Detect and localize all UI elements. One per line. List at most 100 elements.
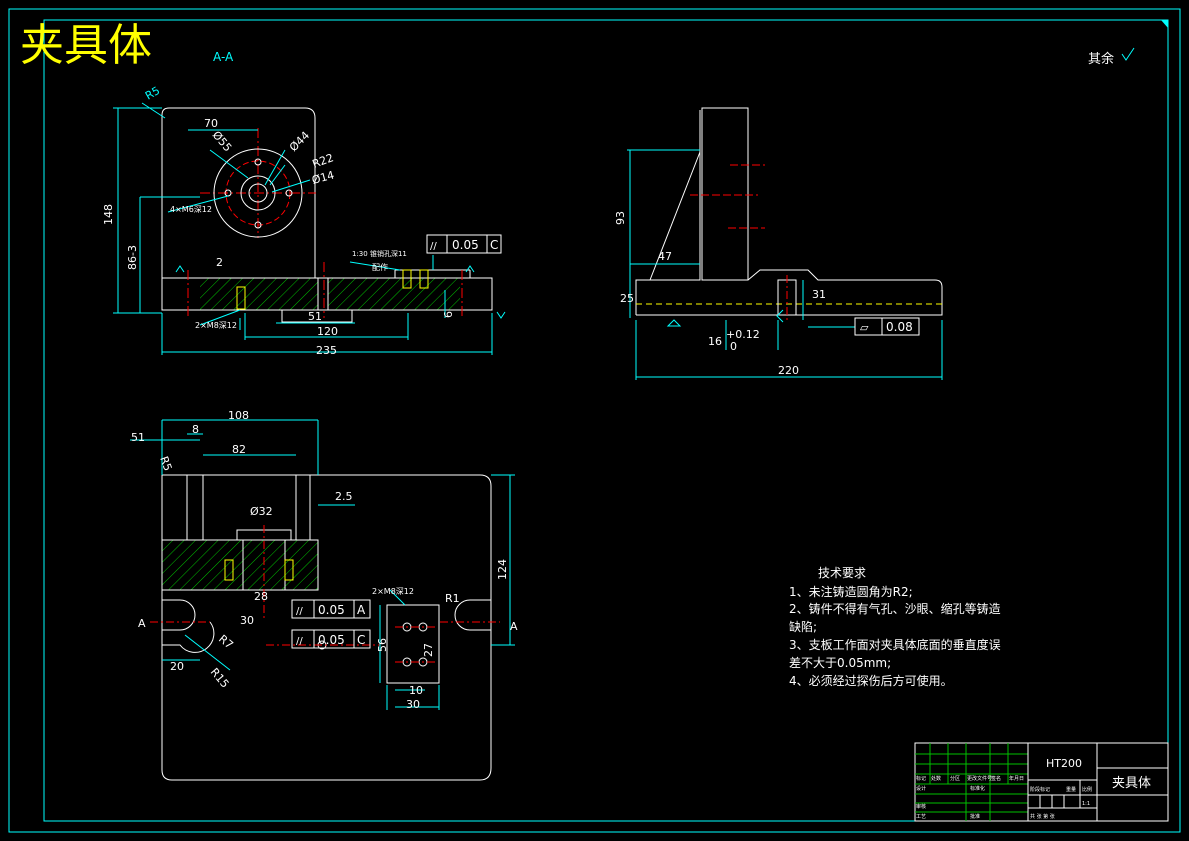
svg-text:设计: 设计 bbox=[916, 785, 926, 792]
dim-8: 8 bbox=[192, 423, 199, 436]
tech-notes: 技术要求 1、未注铸造圆角为R2; 2、铸件不得有气孔、沙眼、缩孔等铸造 缺陷;… bbox=[789, 566, 1001, 688]
svg-text:0.05: 0.05 bbox=[318, 603, 345, 617]
svg-text:签名: 签名 bbox=[991, 775, 1001, 782]
dim-25: 25 bbox=[620, 292, 634, 305]
tolerance-frame-c: // 0.05 C bbox=[291, 629, 371, 649]
part-name: 夹具体 bbox=[1112, 776, 1151, 791]
note-holes-4: 4×M6深12 bbox=[170, 205, 212, 214]
dim-82: 82 bbox=[232, 443, 246, 456]
tolerance-frame-side: ▱ 0.08 bbox=[854, 317, 920, 336]
svg-text:共 张 第 张: 共 张 第 张 bbox=[1030, 813, 1055, 820]
svg-text:0.05: 0.05 bbox=[318, 633, 345, 647]
bottom-view: 108 51 8 82 R5 2.5 Ø32 124 28 30 R1 R7 R… bbox=[130, 409, 518, 781]
dim-r5: R5 bbox=[143, 84, 162, 103]
top-view: R5 70 Ø55 Ø44 R22 Ø14 148 86-3 2 4×M6深12… bbox=[102, 84, 506, 357]
dim-10: 10 bbox=[409, 684, 423, 697]
dim-2: 2 bbox=[216, 256, 223, 269]
tol-zero: 0 bbox=[730, 340, 737, 353]
dim-51b: 51 bbox=[131, 431, 145, 444]
dim-51: 51 bbox=[308, 310, 322, 323]
svg-text:年月日: 年月日 bbox=[1009, 775, 1024, 782]
dim-d14: Ø14 bbox=[310, 168, 335, 186]
svg-text:1:1: 1:1 bbox=[1082, 801, 1090, 807]
dim-120: 120 bbox=[317, 325, 338, 338]
svg-text:0.05: 0.05 bbox=[452, 238, 479, 252]
dim-r5b: R5 bbox=[157, 455, 174, 473]
dim-220: 220 bbox=[778, 364, 799, 377]
pin-note-1: 1:30 锥销孔深11 bbox=[352, 249, 407, 258]
roughness-icon bbox=[1121, 47, 1135, 61]
tech-note-line: 3、支板工作面对夹具体底面的垂直度误 bbox=[789, 637, 1001, 652]
svg-text:比例: 比例 bbox=[1082, 786, 1092, 793]
outer-frame bbox=[8, 8, 1181, 833]
inner-frame bbox=[43, 19, 1169, 822]
dim-28: 28 bbox=[254, 590, 268, 603]
tolerance-frame-a: // 0.05 A bbox=[291, 599, 371, 619]
dim-27: 27 bbox=[422, 643, 435, 657]
dim-r1: R1 bbox=[445, 592, 460, 605]
svg-text:C: C bbox=[490, 238, 498, 252]
upright-plate bbox=[161, 107, 316, 278]
section-label: A-A bbox=[213, 50, 234, 64]
tech-note-line: 2、铸件不得有气孔、沙眼、缩孔等铸造 bbox=[789, 601, 1001, 616]
note-holes-2: 2×M8深12 bbox=[195, 321, 237, 330]
dim-93: 93 bbox=[614, 211, 627, 225]
svg-text:C: C bbox=[357, 633, 365, 647]
section-hatch bbox=[200, 278, 460, 310]
dim-d55: Ø55 bbox=[210, 129, 235, 155]
base-side bbox=[636, 269, 943, 316]
dim-124: 124 bbox=[496, 559, 509, 580]
base-outline bbox=[161, 474, 492, 781]
svg-text:A: A bbox=[357, 603, 366, 617]
svg-text:▱: ▱ bbox=[860, 321, 869, 334]
dim-148: 148 bbox=[102, 204, 115, 225]
section-hatch-bottom bbox=[162, 540, 318, 590]
tolerance-frame-top: // 0.05 C bbox=[426, 234, 502, 254]
material-label: HT200 bbox=[1046, 757, 1082, 770]
side-view: 93 47 25 31 16 +0.12 0 220 ▱ 0.08 bbox=[614, 107, 943, 380]
dim-6: 6 bbox=[442, 311, 455, 318]
svg-text:处数: 处数 bbox=[931, 775, 941, 782]
svg-text:标记: 标记 bbox=[916, 775, 926, 782]
dim-2-5: 2.5 bbox=[335, 490, 353, 503]
title-block: HT200 夹具体 标记 处数 分区 更改文件号 签名 年月日 设计 标准化 审… bbox=[914, 742, 1169, 822]
tech-note-line: 缺陷; bbox=[789, 619, 817, 634]
dim-r15: R15 bbox=[208, 666, 232, 691]
svg-text:批准: 批准 bbox=[970, 813, 980, 820]
tech-notes-heading: 技术要求 bbox=[818, 566, 866, 580]
tech-note-line: 1、未注铸造圆角为R2; bbox=[789, 584, 913, 599]
dim-d32: Ø32 bbox=[250, 505, 273, 518]
svg-text://: // bbox=[296, 636, 303, 647]
svg-text:标准化: 标准化 bbox=[970, 785, 985, 792]
svg-text:审核: 审核 bbox=[916, 803, 926, 810]
note-holes-bottom: 2×M8深12 bbox=[372, 587, 414, 596]
dim-31: 31 bbox=[812, 288, 826, 301]
tech-note-line: 4、必须经过探伤后方可使用。 bbox=[789, 673, 953, 688]
dim-d44: Ø44 bbox=[287, 129, 312, 154]
dim-56: 56 bbox=[376, 638, 389, 652]
pin-note-2: 配作 bbox=[372, 262, 388, 272]
dim-47: 47 bbox=[658, 250, 672, 263]
svg-text:0.08: 0.08 bbox=[886, 320, 913, 334]
dim-30: 30 bbox=[240, 614, 254, 627]
dim-30b: 30 bbox=[406, 698, 420, 711]
svg-text://: // bbox=[430, 241, 437, 252]
dim-r7: R7 bbox=[216, 632, 236, 651]
section-a-left: A bbox=[138, 617, 146, 630]
svg-text://: // bbox=[296, 606, 303, 617]
svg-text:工艺: 工艺 bbox=[916, 814, 926, 820]
svg-text:阶段标记: 阶段标记 bbox=[1030, 786, 1050, 793]
dim-86: 86-3 bbox=[126, 245, 139, 270]
dim-235: 235 bbox=[316, 344, 337, 357]
svg-text:分区: 分区 bbox=[950, 775, 960, 782]
section-a-right: A bbox=[510, 620, 518, 633]
dim-70: 70 bbox=[204, 117, 218, 130]
tol-plus: +0.12 bbox=[726, 328, 760, 341]
svg-text:更改文件号: 更改文件号 bbox=[967, 775, 992, 782]
upright-side bbox=[701, 107, 749, 281]
surface-note: 其余 bbox=[1088, 51, 1114, 67]
dim-16: 16 bbox=[708, 335, 722, 348]
dim-20: 20 bbox=[170, 660, 184, 673]
